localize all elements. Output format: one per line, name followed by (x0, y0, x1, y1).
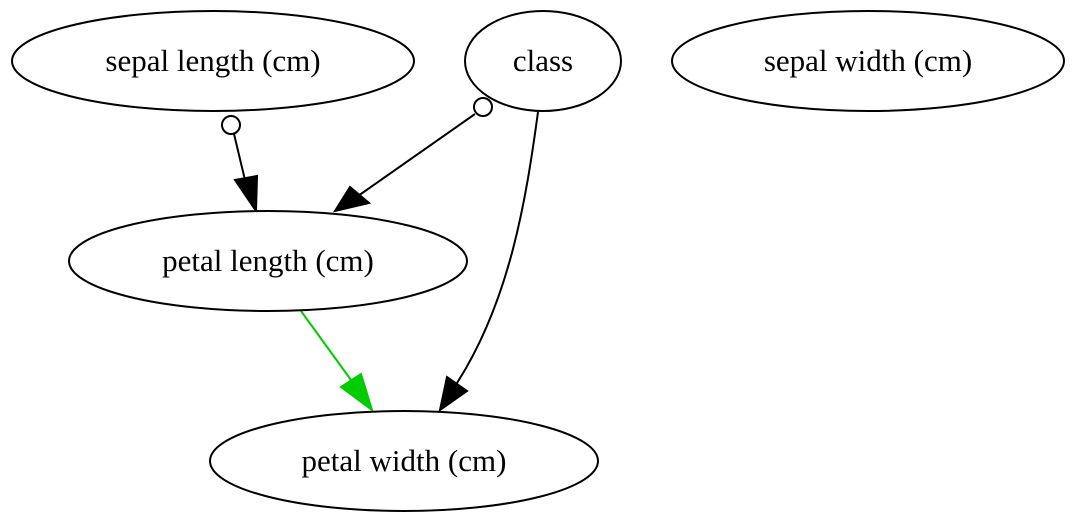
edge-tail-circle (221, 115, 241, 135)
edge-arrowhead (332, 185, 372, 213)
node-label: petal length (cm) (162, 243, 374, 278)
node-ellipse (671, 10, 1065, 112)
node-ellipse (68, 210, 468, 312)
node-label: sepal width (cm) (764, 43, 972, 78)
edge-class-to-petal-length (332, 97, 493, 213)
edge-sepal-length-to-petal-length (221, 115, 259, 215)
node-class[interactable]: class (464, 10, 622, 112)
node-sepal-width[interactable]: sepal width (cm) (671, 10, 1065, 112)
node-petal-length[interactable]: petal length (cm) (68, 210, 468, 312)
node-label: petal width (cm) (302, 443, 507, 478)
nodes: sepal length (cm) class sepal width (cm)… (11, 10, 1065, 512)
node-label: sepal length (cm) (105, 43, 320, 78)
node-sepal-length[interactable]: sepal length (cm) (11, 10, 415, 112)
node-ellipse (464, 10, 622, 112)
edge-line (300, 310, 352, 381)
edge-petal-length-to-petal-width (300, 310, 374, 413)
edge-arrowhead (438, 375, 469, 413)
edge-line (456, 111, 539, 384)
node-ellipse (11, 10, 415, 112)
edge-class-to-petal-width (438, 111, 539, 413)
edge-tail-circle (473, 97, 493, 117)
node-petal-width[interactable]: petal width (cm) (209, 410, 599, 512)
edge-line (233, 133, 246, 181)
node-ellipse (209, 410, 599, 512)
edge-arrowhead (339, 372, 374, 413)
edge-arrowhead (233, 174, 259, 215)
edges (221, 97, 539, 413)
edge-line (357, 113, 476, 197)
node-label: class (513, 43, 573, 78)
